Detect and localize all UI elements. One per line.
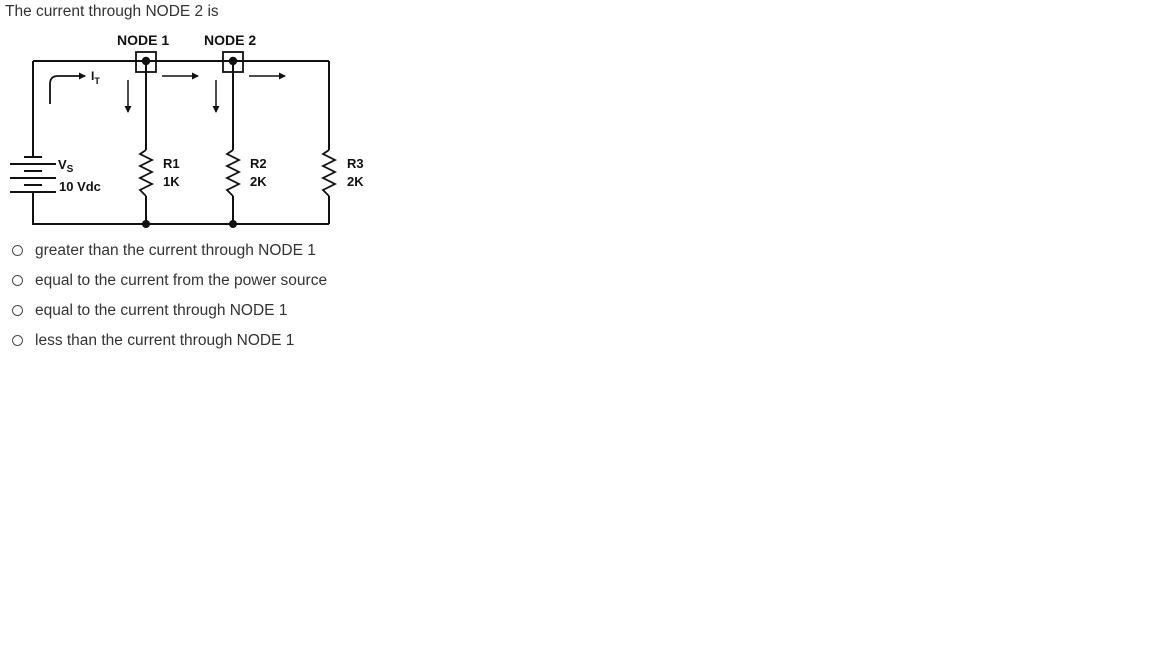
radio-button[interactable] [12,335,23,346]
answer-options: greater than the current through NODE 1 … [12,240,327,360]
junction-dot [229,220,237,228]
node2-marker [222,51,244,73]
source-value: 10 Vdc [59,179,101,194]
resistor-r3-symbol [320,149,338,197]
answer-option[interactable]: equal to the current from the power sour… [12,270,327,300]
answer-option[interactable]: equal to the current through NODE 1 [12,300,327,330]
battery-symbol [10,156,56,193]
node1-label: NODE 1 [117,32,169,48]
answer-option-label: equal to the current from the power sour… [35,272,328,289]
node2-label: NODE 2 [204,32,256,48]
answer-option[interactable]: greater than the current through NODE 1 [12,240,327,270]
radio-button[interactable] [12,305,23,316]
junction-dot [142,220,150,228]
resistor-r1-value: 1K [163,174,180,189]
resistor-r2-name: R2 [250,156,267,171]
resistor-r3-value: 2K [347,174,364,189]
resistor-r3-name: R3 [347,156,364,171]
circuit-diagram: NODE 1 NODE 2 VS 10 Vdc IT [10,32,364,228]
source-symbol: VS [58,157,74,175]
resistor-r2-value: 2K [250,174,267,189]
resistor-r1-symbol [137,149,155,197]
radio-button[interactable] [12,275,23,286]
node1-marker [135,51,157,73]
radio-button[interactable] [12,245,23,256]
answer-option-label: less than the current through NODE 1 [35,332,295,349]
total-current-arrow [49,72,86,104]
resistor-r2-symbol [224,149,242,197]
resistor-r1-name: R1 [163,156,180,171]
question-text: The current through NODE 2 is [5,3,219,20]
answer-option[interactable]: less than the current through NODE 1 [12,330,327,360]
answer-option-label: greater than the current through NODE 1 [35,242,316,259]
circuit-wires [32,60,330,225]
total-current-label: IT [91,69,100,86]
answer-option-label: equal to the current through NODE 1 [35,302,288,319]
